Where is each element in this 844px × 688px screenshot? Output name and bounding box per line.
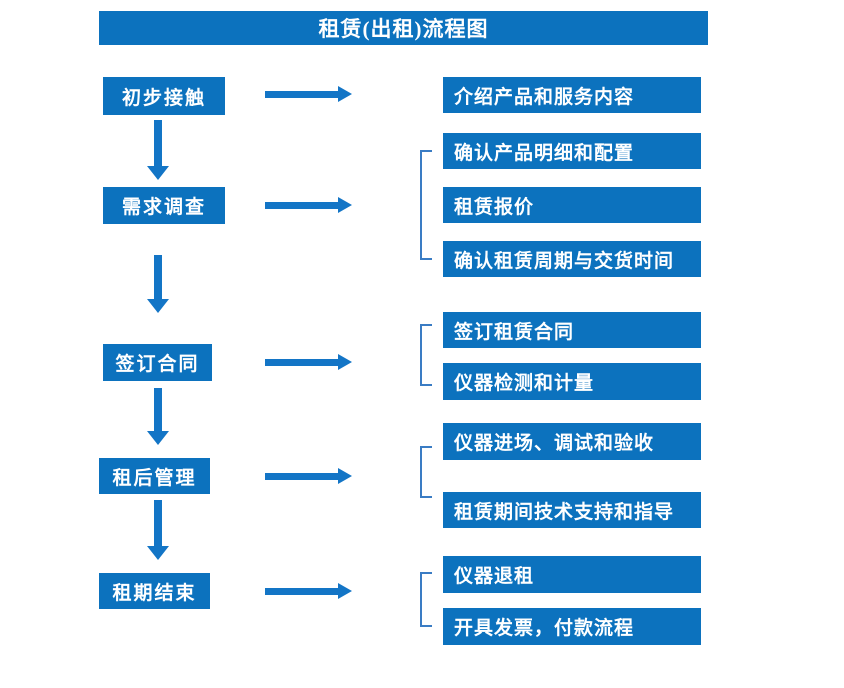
detail-box-instrument-testing: 仪器检测和计量: [443, 363, 701, 400]
right-arrow-head: [338, 197, 352, 213]
down-arrow-stem: [154, 388, 162, 432]
right-arrow-stem: [265, 91, 339, 98]
down-arrow-icon: [147, 500, 169, 560]
down-arrow-head: [147, 431, 169, 445]
right-arrow-stem: [265, 359, 339, 366]
step-box-sign-contract: 签订合同: [103, 344, 212, 381]
flowchart-title: 租赁(出租)流程图: [99, 11, 708, 45]
detail-box-introduce-products: 介绍产品和服务内容: [443, 77, 701, 113]
bracket-connector: [420, 572, 432, 627]
down-arrow-icon: [147, 388, 169, 445]
right-arrow-icon: [265, 583, 352, 600]
step-box-initial-contact: 初步接触: [103, 77, 225, 115]
right-arrow-head: [338, 583, 352, 599]
detail-box-sign-rental-contract: 签订租赁合同: [443, 312, 701, 348]
right-arrow-head: [338, 468, 352, 484]
right-arrow-icon: [265, 197, 352, 214]
bracket-connector: [420, 324, 432, 386]
right-arrow-stem: [265, 588, 339, 595]
down-arrow-head: [147, 299, 169, 313]
detail-box-instrument-setup: 仪器进场、调试和验收: [443, 423, 701, 460]
down-arrow-head: [147, 166, 169, 180]
detail-box-confirm-rental-period: 确认租赁周期与交货时间: [443, 241, 701, 277]
detail-box-rental-quotation: 租赁报价: [443, 187, 701, 223]
right-arrow-head: [338, 86, 352, 102]
detail-box-instrument-return: 仪器退租: [443, 556, 701, 593]
step-box-post-rental-management: 租后管理: [99, 458, 210, 494]
down-arrow-icon: [147, 255, 169, 313]
down-arrow-stem: [154, 500, 162, 547]
bracket-connector: [420, 446, 432, 498]
step-box-demand-survey: 需求调查: [103, 187, 225, 224]
detail-box-technical-support: 租赁期间技术支持和指导: [443, 492, 701, 528]
down-arrow-stem: [154, 255, 162, 300]
right-arrow-stem: [265, 202, 339, 209]
down-arrow-stem: [154, 120, 162, 167]
down-arrow-icon: [147, 120, 169, 180]
right-arrow-icon: [265, 354, 352, 371]
bracket-connector: [420, 150, 432, 260]
detail-box-confirm-product-details: 确认产品明细和配置: [443, 133, 701, 169]
detail-box-invoice-payment: 开具发票，付款流程: [443, 608, 701, 645]
right-arrow-icon: [265, 86, 352, 103]
right-arrow-icon: [265, 468, 352, 485]
step-box-rental-end: 租期结束: [99, 573, 210, 609]
down-arrow-head: [147, 546, 169, 560]
right-arrow-stem: [265, 473, 339, 480]
right-arrow-head: [338, 354, 352, 370]
